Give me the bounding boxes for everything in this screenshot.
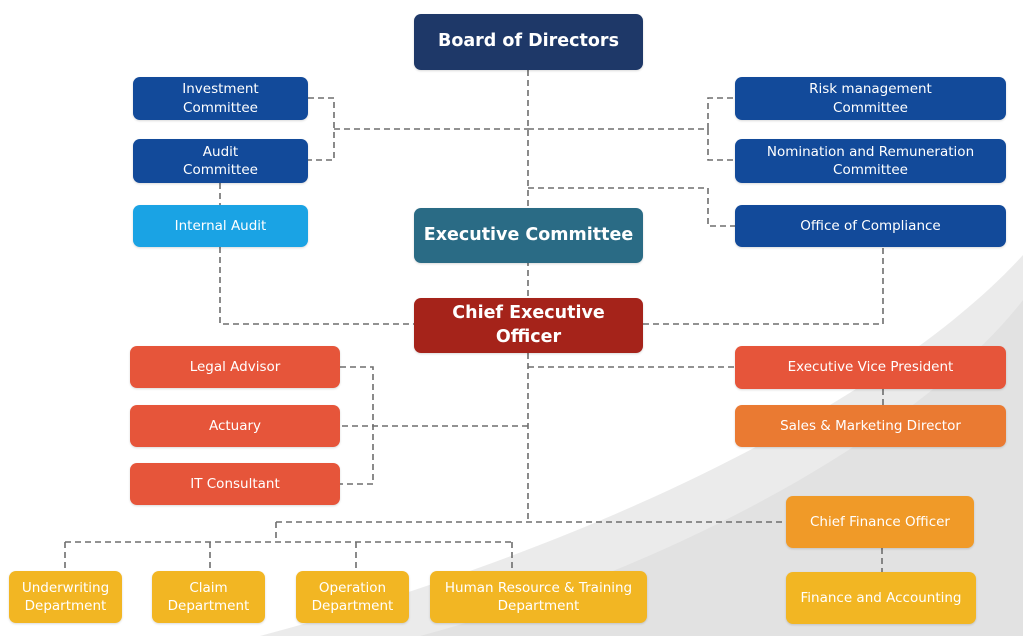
node-finance-and-accounting: Finance and Accounting — [786, 572, 976, 624]
node-risk-management-committee: Risk management Committee — [735, 77, 1006, 120]
node-internal-audit: Internal Audit — [133, 205, 308, 247]
node-label: Finance and Accounting — [800, 589, 962, 606]
node-executive-vice-president: Executive Vice President — [735, 346, 1006, 389]
node-office-of-compliance: Office of Compliance — [735, 205, 1006, 247]
node-label: Executive Committee — [423, 224, 634, 245]
node-label: Actuary — [208, 417, 262, 434]
node-sales-marketing-director: Sales & Marketing Director — [735, 405, 1006, 447]
node-executive-committee: Executive Committee — [414, 208, 643, 263]
node-label: Chief Executive Officer — [452, 302, 605, 347]
node-chief-executive-officer: Chief Executive Officer — [414, 298, 643, 353]
node-label: Underwriting Department — [21, 579, 110, 614]
node-hr-training-department: Human Resource & Training Department — [430, 571, 647, 623]
node-label: IT Consultant — [190, 475, 280, 492]
node-it-consultant: IT Consultant — [130, 463, 340, 505]
node-operation-department: Operation Department — [296, 571, 409, 623]
node-nomination-remuneration-committee: Nomination and Remuneration Committee — [735, 139, 1006, 183]
node-actuary: Actuary — [130, 405, 340, 447]
node-label: Chief Finance Officer — [810, 513, 950, 530]
node-label: Legal Advisor — [189, 358, 281, 375]
node-label: Human Resource & Training Department — [444, 579, 633, 614]
node-investment-committee: Investment Committee — [133, 77, 308, 120]
node-audit-committee: Audit Committee — [133, 139, 308, 183]
node-label: Investment Committee — [182, 81, 259, 116]
node-label: Audit Committee — [183, 143, 258, 178]
node-board-of-directors: Board of Directors — [414, 14, 643, 70]
node-label: Sales & Marketing Director — [780, 417, 961, 434]
node-legal-advisor: Legal Advisor — [130, 346, 340, 388]
node-underwriting-department: Underwriting Department — [9, 571, 122, 623]
node-claim-department: Claim Department — [152, 571, 265, 623]
node-label: Internal Audit — [174, 217, 267, 234]
node-label: Claim Department — [167, 579, 250, 614]
node-label: Operation Department — [311, 579, 394, 614]
node-label: Risk management Committee — [809, 81, 932, 116]
node-chief-finance-officer: Chief Finance Officer — [786, 496, 974, 548]
node-label: Board of Directors — [438, 31, 619, 52]
node-label: Office of Compliance — [800, 217, 941, 234]
node-label: Executive Vice President — [787, 359, 954, 376]
node-label: Nomination and Remuneration Committee — [766, 143, 975, 178]
